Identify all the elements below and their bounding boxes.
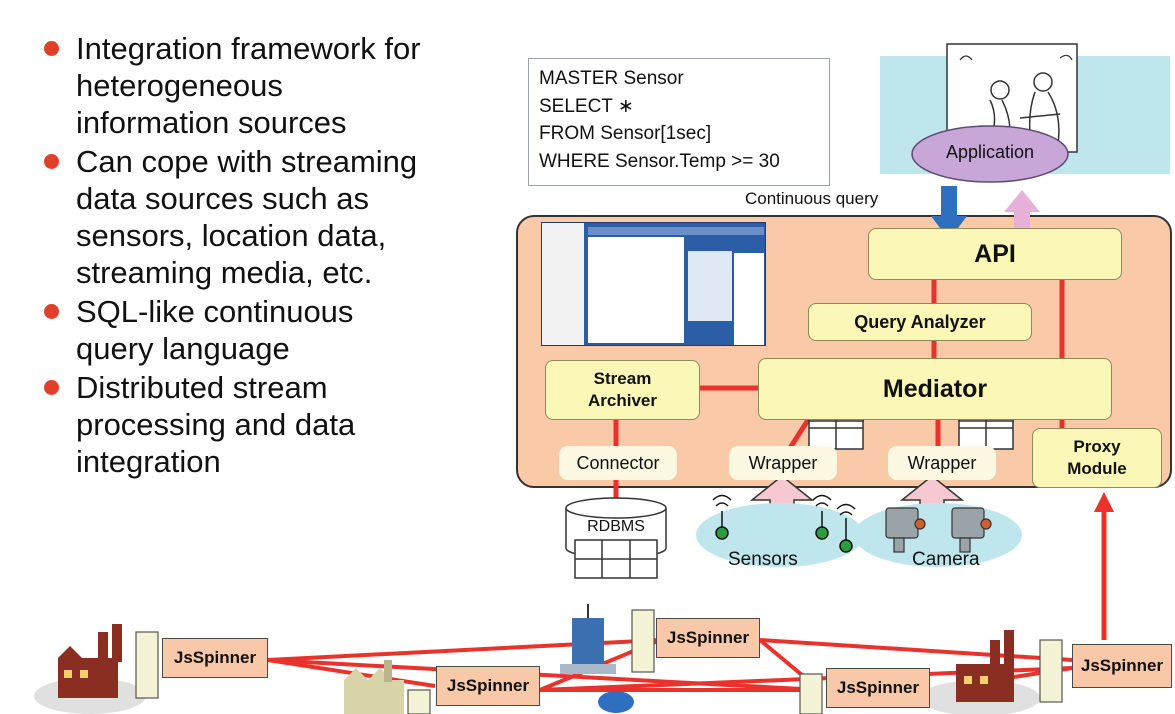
bullet-integration-framework: Integration framework for heterogeneous … [40,30,510,141]
connector-box: Connector [559,446,677,480]
bullet-line: Integration framework for [76,31,421,66]
continuous-query-label: Continuous query [745,189,879,208]
camera-label: Camera [912,549,980,570]
bullet-dot-icon [44,41,59,56]
bullet-line: SQL-like continuous [76,294,354,329]
bullet-line: processing and data [76,407,356,442]
proxy-module-label: Proxy [1073,437,1121,456]
building-icon [560,604,616,674]
bullet-dot-icon [44,154,59,169]
sensors-label: Sensors [728,549,798,570]
wrapper-box-1: Wrapper [729,446,837,480]
query-line: WHERE Sensor.Temp >= 30 [539,150,780,172]
bullet-line: query language [76,331,290,366]
stream-archiver-box: Stream Archiver [545,360,700,420]
sensor-icons [712,494,856,553]
api-box: API [868,228,1122,280]
stream-archiver-label: Archiver [588,391,657,410]
jsspinner-node-4: JsSpinner [826,668,930,708]
bullet-dot-icon [44,304,59,319]
bullet-distributed: Distributed stream processing and data i… [40,369,510,480]
rdbms-label: RDBMS [587,518,645,535]
tool-screenshot-thumbnail [541,222,766,346]
factory-icon-1 [58,624,122,698]
query-analyzer-box: Query Analyzer [808,303,1032,341]
bullet-sql-like: SQL-like continuous query language [40,293,510,367]
bullet-dot-icon [44,380,59,395]
continuous-query-box: MASTER Sensor SELECT ∗ FROM Sensor[1sec]… [528,58,830,186]
bullet-line: sensors, location data, [76,218,387,253]
bullet-list: Integration framework for heterogeneous … [40,30,510,482]
factory-icon-3 [344,660,404,714]
stream-archiver-label: Stream [593,369,652,388]
wrapper-box-2: Wrapper [888,446,996,480]
proxy-module-box: Proxy Module [1032,428,1162,488]
bullet-line: streaming media, etc. [76,255,373,290]
bullet-streaming-sources: Can cope with streaming data sources suc… [40,143,510,291]
query-line: SELECT ∗ [539,95,634,117]
jsspinner-node-2: JsSpinner [436,666,540,706]
server-icons [135,609,1063,714]
bullet-line: information sources [76,105,347,140]
jsspinner-node-1: JsSpinner [162,638,268,678]
proxy-module-label: Module [1067,459,1127,478]
camera-icons [885,507,992,553]
query-line: MASTER Sensor [539,68,684,89]
bullet-line: Distributed stream [76,370,328,405]
bullet-line: heterogeneous [76,68,283,103]
mediator-box: Mediator [758,358,1112,420]
jsspinner-node-3: JsSpinner [656,618,760,658]
bullet-line: integration [76,444,221,479]
jsspinner-node-5: JsSpinner [1072,644,1172,688]
bullet-line: data sources such as [76,181,369,216]
bullet-line: Can cope with streaming [76,144,418,179]
application-node: Application [945,142,1035,162]
query-line: FROM Sensor[1sec] [539,123,712,144]
factory-icon-2 [956,630,1014,702]
rdbms-database-icon [565,497,667,579]
